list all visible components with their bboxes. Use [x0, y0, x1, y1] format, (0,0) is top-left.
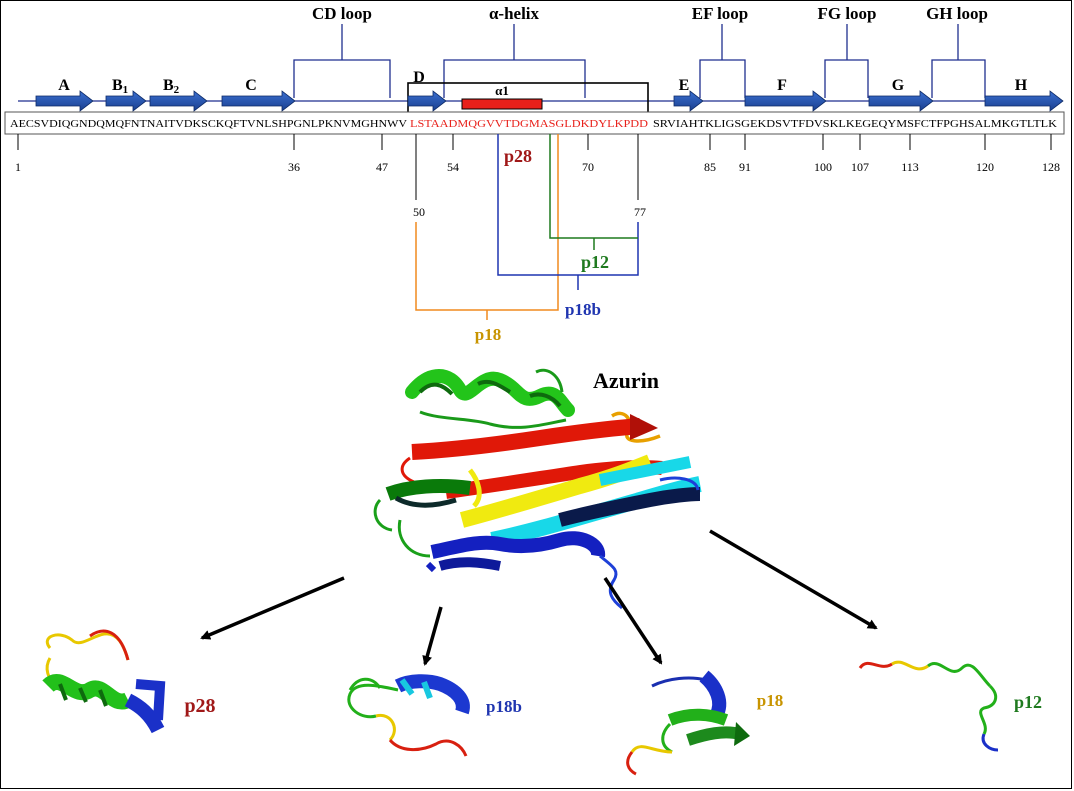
pos-128: 128 [1042, 160, 1060, 174]
pos-107: 107 [851, 160, 869, 174]
strand-arrows [35, 90, 1064, 112]
p12-fragment-label: p12 [1014, 692, 1042, 712]
strand-d-arrow [407, 90, 447, 112]
sequence-box [4, 111, 1065, 135]
gh-loop-label: GH loop [926, 4, 988, 23]
pos-36: 36 [288, 160, 300, 174]
strand-g-label: G [892, 77, 905, 94]
alpha1-label: α1 [495, 83, 509, 98]
strand-e-arrow [673, 90, 704, 112]
pos-50: 50 [413, 205, 425, 219]
strand-h-label: H [1015, 77, 1028, 94]
strand-a-label: A [58, 77, 70, 94]
strand-f-label: F [777, 77, 787, 94]
fragment-p28-structure [42, 629, 166, 734]
strand-g-arrow [868, 90, 934, 112]
strand-c-arrow [221, 90, 296, 112]
azurin-structure [373, 368, 702, 610]
sequence-part1: AECSVDIQGNDQMQFNTNAITVDKSCKQFTVNLSHPGNLP… [10, 119, 407, 130]
arrow-to-p12 [709, 529, 878, 630]
strand-b2-arrow [149, 90, 208, 112]
pos-70: 70 [582, 160, 594, 174]
sequence-part2: LSTAADMQGVVTDGMASGLDKDYLKPDD [410, 119, 648, 130]
fragment-p18b-structure [347, 674, 470, 757]
p18b-bracket [497, 134, 639, 290]
alpha1-bar [461, 98, 543, 110]
cd-loop-bracket [293, 24, 391, 98]
pos-1: 1 [15, 160, 21, 174]
pos-85: 85 [704, 160, 716, 174]
pos-91: 91 [739, 160, 751, 174]
strand-c-label: C [245, 77, 257, 94]
ef-loop-label: EF loop [692, 4, 749, 23]
pos-113: 113 [901, 160, 919, 174]
fragment-p18-structure [626, 670, 750, 776]
strand-h-arrow [984, 90, 1064, 112]
strand-d-label: D [413, 69, 425, 86]
position-ticks [17, 134, 1052, 200]
strand-f-arrow [744, 90, 827, 112]
p18-bracket [415, 134, 559, 320]
pos-120: 120 [976, 160, 994, 174]
fragment-p12-structure [858, 660, 999, 752]
helix-label: α-helix [489, 4, 540, 23]
p28-label: p28 [504, 146, 532, 166]
position-numbers: 1 36 47 54 70 85 91 100 107 113 120 128 … [15, 160, 1060, 219]
cd-loop-label: CD loop [312, 4, 372, 23]
p18b-fragment-label: p18b [486, 697, 522, 716]
strand-b1-arrow [105, 90, 147, 112]
strand-b2-label: B2 [163, 77, 180, 96]
ef-loop-bracket [699, 24, 746, 98]
arrow-to-p28 [200, 576, 345, 640]
fg-loop-label: FG loop [817, 4, 876, 23]
arrow-to-p18 [603, 577, 663, 665]
strand-a-arrow [35, 90, 94, 112]
p28-fragment-label: p28 [184, 695, 215, 717]
p18b-label: p18b [565, 300, 601, 319]
p18-label: p18 [475, 325, 501, 344]
pos-100: 100 [814, 160, 832, 174]
arrow-to-p18b [422, 606, 443, 666]
gh-loop-bracket [931, 24, 986, 98]
strand-b1-label: B1 [112, 77, 128, 96]
azurin-title: Azurin [593, 368, 659, 393]
pos-54: 54 [447, 160, 459, 174]
pos-77: 77 [634, 205, 646, 219]
pos-47: 47 [376, 160, 388, 174]
strand-e-label: E [679, 77, 690, 94]
p12-label: p12 [581, 252, 609, 272]
p12-bracket [549, 134, 638, 250]
sequence-part3: SRVIAHTKLIGSGEKDSVTFDVSKLKEGEQYMSFCTFPGH… [653, 119, 1057, 130]
fragment-arrows [200, 529, 878, 666]
p18-fragment-label: p18 [757, 691, 783, 710]
loop-brackets [293, 24, 986, 98]
helix-bracket [443, 24, 586, 98]
fg-loop-bracket [824, 24, 869, 98]
